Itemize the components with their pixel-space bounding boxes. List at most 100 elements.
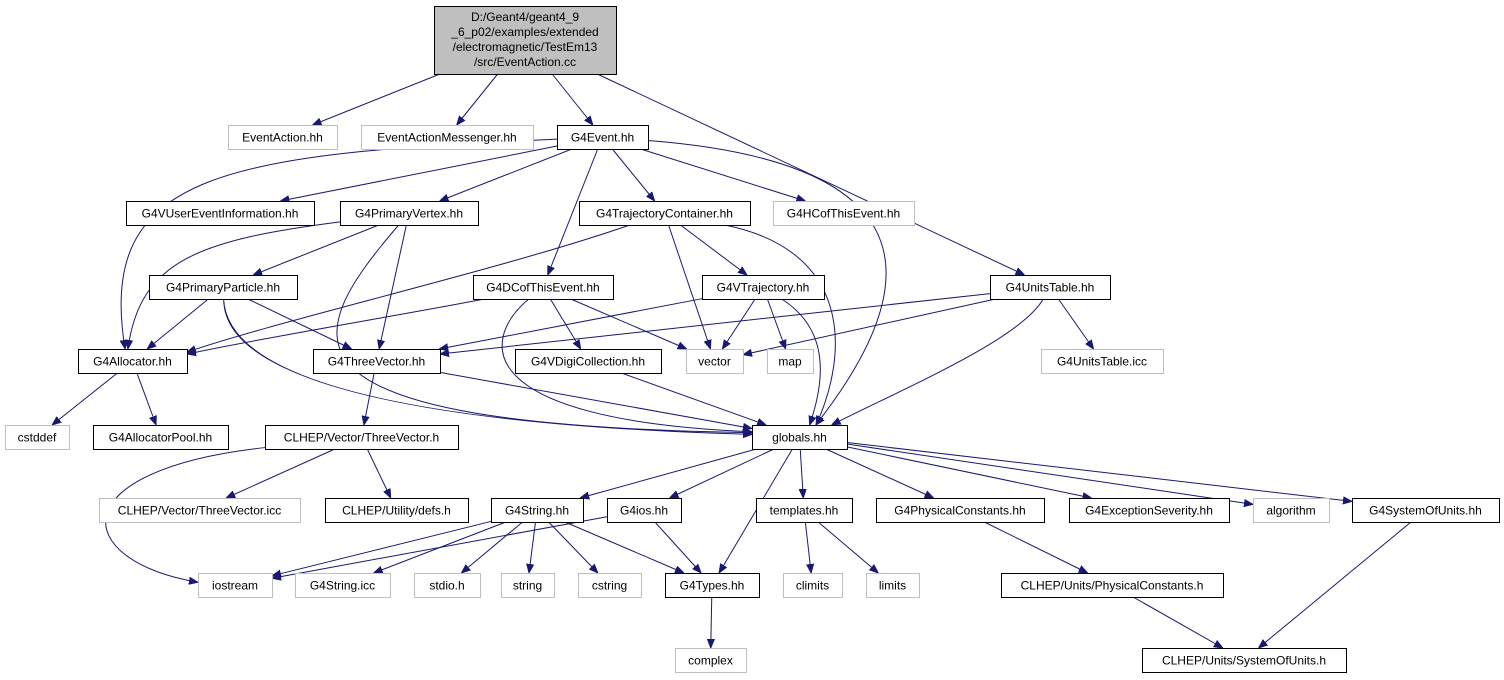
nodes-layer: D:/Geant4/geant4_9_6_p02/examples/extend… xyxy=(5,6,1500,673)
node-label: templates.hh xyxy=(770,504,839,518)
node-label: map xyxy=(778,355,802,369)
node-climits[interactable]: climits xyxy=(783,573,843,598)
edge-clhep-threevector-h-to-clhep-defs-h xyxy=(366,448,390,498)
edge-g4threevector-hh-to-clhep-threevector-h xyxy=(364,372,375,425)
node-map[interactable]: map xyxy=(767,349,814,374)
node-templates-hh[interactable]: templates.hh xyxy=(756,498,853,523)
node-cstddef[interactable]: cstddef xyxy=(5,425,70,450)
root-label-line: /electromagnetic/TestEm13 xyxy=(453,40,598,54)
edge-g4string-hh-to-iostream xyxy=(272,520,492,575)
node-g4allocator-hh[interactable]: G4Allocator.hh xyxy=(78,349,188,374)
edge-clhep-threevector-h-to-clhep-threevector-icc xyxy=(226,448,336,498)
node-eventaction-hh[interactable]: EventAction.hh xyxy=(228,125,338,150)
edge-g4trajectorycontainer-hh-to-g4vtrajectory-hh xyxy=(680,224,747,275)
edge-g4systemofunits-hh-to-clhep-systemofunits-h xyxy=(1259,521,1412,648)
edge-g4trajectorycontainer-hh-to-globals-hh xyxy=(724,224,836,425)
node-g4types-hh[interactable]: G4Types.hh xyxy=(665,573,760,598)
edge-g4vtrajectory-hh-to-vector xyxy=(722,298,756,349)
edge-g4ios-hh-to-g4types-hh xyxy=(654,521,701,573)
node-clhep-threevector-h[interactable]: CLHEP/Vector/ThreeVector.h xyxy=(265,425,459,450)
node-clhep-systemofunits-h[interactable]: CLHEP/Units/SystemOfUnits.h xyxy=(1142,648,1347,673)
edge-g4trajectorycontainer-hh-to-vector xyxy=(668,224,711,349)
node-g4vdigicollection-hh[interactable]: G4VDigiCollection.hh xyxy=(515,349,662,374)
edge-g4event-hh-to-globals-hh xyxy=(647,140,887,425)
node-g4exceptionseverity-hh[interactable]: G4ExceptionSeverity.hh xyxy=(1069,498,1230,523)
node-label: EventActionMessenger.hh xyxy=(377,131,516,145)
node-clhep-threevector-icc[interactable]: CLHEP/Vector/ThreeVector.icc xyxy=(99,498,301,523)
node-g4systemofunits-hh[interactable]: G4SystemOfUnits.hh xyxy=(1352,498,1500,523)
edge-g4event-hh-to-g4primaryvertex-hh xyxy=(440,148,573,201)
node-label: G4VUserEventInformation.hh xyxy=(142,207,299,221)
node-string[interactable]: string xyxy=(501,573,555,598)
edge-g4unitstable-hh-to-g4unitstable-icc xyxy=(1058,298,1093,349)
node-label: G4UnitsTable.icc xyxy=(1057,355,1147,369)
node-label: G4HCofThisEvent.hh xyxy=(787,207,900,221)
node-label: G4Types.hh xyxy=(680,579,745,593)
node-g4ios-hh[interactable]: G4ios.hh xyxy=(607,498,682,523)
node-label: globals.hh xyxy=(772,431,827,445)
node-label: complex xyxy=(688,654,733,668)
node-clhep-defs-h[interactable]: CLHEP/Utility/defs.h xyxy=(325,498,469,523)
edge-g4primaryvertex-hh-to-g4allocator-hh xyxy=(128,221,341,349)
edge-g4allocator-hh-to-g4allocatorpool-hh xyxy=(136,372,156,425)
node-cstring[interactable]: cstring xyxy=(578,573,642,598)
node-g4vtrajectory-hh[interactable]: G4VTrajectory.hh xyxy=(702,275,825,300)
node-label: G4SystemOfUnits.hh xyxy=(1369,504,1482,518)
node-clhep-physicalconstants-h[interactable]: CLHEP/Units/PhysicalConstants.h xyxy=(1001,573,1224,598)
node-g4vusereventinformation-hh[interactable]: G4VUserEventInformation.hh xyxy=(126,201,315,226)
edge-root-to-g4event-hh xyxy=(551,73,593,125)
node-label: cstring xyxy=(592,579,627,593)
root-label-line: D:/Geant4/geant4_9 xyxy=(471,10,579,24)
edge-g4types-hh-to-complex xyxy=(711,596,712,648)
node-g4event-hh[interactable]: G4Event.hh xyxy=(557,125,649,150)
edge-templates-hh-to-climits xyxy=(804,521,811,573)
edge-g4unitstable-hh-to-vector xyxy=(743,298,996,355)
root-label-line: _6_p02/examples/extended xyxy=(450,25,598,39)
edge-g4dcofthisevent-hh-to-g4allocator-hh xyxy=(187,298,485,354)
node-g4trajectorycontainer-hh[interactable]: G4TrajectoryContainer.hh xyxy=(579,201,751,226)
node-label: G4PrimaryVertex.hh xyxy=(355,207,463,221)
node-g4physicalconstants-hh[interactable]: G4PhysicalConstants.hh xyxy=(876,498,1045,523)
node-g4string-icc[interactable]: G4String.icc xyxy=(295,573,391,598)
node-label: G4ExceptionSeverity.hh xyxy=(1085,504,1213,518)
node-complex[interactable]: complex xyxy=(675,648,747,673)
edge-g4string-hh-to-cstring xyxy=(548,521,598,573)
node-globals-hh[interactable]: globals.hh xyxy=(752,425,848,450)
node-label: G4DCofThisEvent.hh xyxy=(486,281,599,295)
node-iostream[interactable]: iostream xyxy=(198,573,273,598)
node-limits[interactable]: limits xyxy=(866,573,920,598)
edge-globals-hh-to-algorithm xyxy=(846,443,1253,504)
edge-g4primaryparticle-hh-to-g4threevector-hh xyxy=(247,298,352,349)
edge-g4threevector-hh-to-globals-hh xyxy=(439,371,752,428)
edge-g4ios-hh-to-iostream xyxy=(272,516,608,578)
node-label: cstddef xyxy=(18,431,57,445)
root-label-line: /src/EventAction.cc xyxy=(474,55,576,69)
node-root: D:/Geant4/geant4_9_6_p02/examples/extend… xyxy=(434,6,617,75)
node-g4allocatorpool-hh[interactable]: G4AllocatorPool.hh xyxy=(93,425,229,450)
edge-g4unitstable-hh-to-globals-hh xyxy=(832,298,1044,425)
node-label: limits xyxy=(879,579,906,593)
edge-globals-hh-to-g4ios-hh xyxy=(670,448,775,498)
node-g4unitstable-hh[interactable]: G4UnitsTable.hh xyxy=(990,275,1111,300)
edge-g4vtrajectory-hh-to-g4threevector-hh xyxy=(439,298,703,349)
edge-globals-hh-to-g4exceptionseverity-hh xyxy=(846,446,1092,498)
node-eventactionmessenger-hh[interactable]: EventActionMessenger.hh xyxy=(361,125,534,150)
node-g4primaryparticle-hh[interactable]: G4PrimaryParticle.hh xyxy=(149,275,298,300)
node-g4string-hh[interactable]: G4String.hh xyxy=(491,498,584,523)
edges-layer xyxy=(52,73,1412,648)
node-stdio-h[interactable]: stdio.h xyxy=(414,573,481,598)
node-label: string xyxy=(513,579,542,593)
node-g4primaryvertex-hh[interactable]: G4PrimaryVertex.hh xyxy=(340,201,479,226)
node-label: G4PhysicalConstants.hh xyxy=(894,504,1025,518)
node-g4dcofthisevent-hh[interactable]: G4DCofThisEvent.hh xyxy=(473,275,614,300)
node-algorithm[interactable]: algorithm xyxy=(1253,498,1330,523)
node-g4threevector-hh[interactable]: G4ThreeVector.hh xyxy=(313,349,441,374)
node-label: G4AllocatorPool.hh xyxy=(109,431,212,445)
node-g4hcofthisevent-hh[interactable]: G4HCofThisEvent.hh xyxy=(773,201,915,226)
edge-g4string-hh-to-stdio-h xyxy=(461,521,523,573)
node-label: EventAction.hh xyxy=(242,131,323,145)
edge-g4trajectorycontainer-hh-to-g4allocator-hh xyxy=(187,224,631,352)
node-g4unitstable-icc[interactable]: G4UnitsTable.icc xyxy=(1041,349,1164,374)
node-vector[interactable]: vector xyxy=(686,349,744,374)
